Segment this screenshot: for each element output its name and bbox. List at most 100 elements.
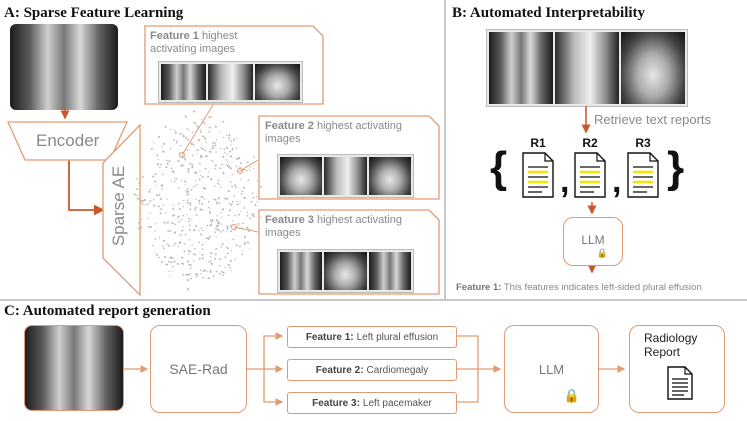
latent-point <box>180 218 183 221</box>
latent-point <box>243 243 246 245</box>
latent-point <box>188 239 191 241</box>
feature-1-text: highest <box>198 30 238 42</box>
latent-point <box>172 265 174 268</box>
latent-point <box>230 203 233 206</box>
latent-point <box>154 230 156 232</box>
latent-point <box>147 203 149 206</box>
panel-b-llm-label: LLM <box>581 232 605 247</box>
feature-2-number: Feature 2 <box>265 120 314 132</box>
latent-point <box>197 127 200 129</box>
latent-point <box>230 155 233 158</box>
latent-point <box>228 202 231 205</box>
report-2: R2 <box>574 136 606 203</box>
latent-point <box>147 217 149 219</box>
latent-point <box>249 217 252 220</box>
latent-point <box>243 196 246 200</box>
retrieve-reports-label: Retrieve text reports <box>594 112 712 127</box>
latent-point <box>207 237 209 239</box>
latent-point <box>192 260 195 262</box>
latent-point <box>167 230 170 232</box>
latent-point <box>180 233 183 236</box>
latent-point <box>221 270 224 273</box>
latent-point <box>197 125 199 128</box>
feature-2-label: Feature 2 highest activating images <box>265 120 435 146</box>
latent-point <box>209 255 212 258</box>
latent-point <box>200 195 203 198</box>
latent-point <box>200 146 202 149</box>
latent-point <box>173 231 176 234</box>
latent-point <box>195 275 198 278</box>
latent-point <box>242 168 246 171</box>
latent-point <box>175 141 178 144</box>
panel-b-images <box>486 29 688 107</box>
latent-point <box>144 203 147 206</box>
latent-point <box>232 238 235 241</box>
latent-point <box>253 155 255 158</box>
latent-point <box>164 212 167 214</box>
latent-point <box>209 211 211 214</box>
latent-point <box>156 254 159 257</box>
latent-point <box>153 204 156 207</box>
latent-point <box>243 237 246 239</box>
latent-point <box>195 214 198 217</box>
latent-point <box>179 133 182 135</box>
panel-c-llm-label: LLM <box>538 361 565 377</box>
feature-3-text2: images <box>265 227 301 239</box>
radiology-report-box: Radiology Report <box>629 325 725 413</box>
latent-point <box>182 214 185 217</box>
latent-point <box>178 208 181 210</box>
latent-point <box>205 141 207 143</box>
latent-point <box>200 174 202 177</box>
latent-point <box>192 143 195 146</box>
latent-point <box>174 242 177 245</box>
panel-c-feature-2-text: Cardiomegaly <box>366 364 429 376</box>
latent-point <box>133 193 136 196</box>
latent-point <box>231 201 234 203</box>
latent-point <box>200 227 203 229</box>
latent-point <box>189 201 192 204</box>
latent-point <box>196 183 198 186</box>
latent-point <box>216 215 218 217</box>
latent-point <box>181 256 184 259</box>
latent-point <box>189 162 191 165</box>
latent-point <box>183 157 186 160</box>
latent-point <box>226 153 229 156</box>
latent-point <box>193 110 196 113</box>
latent-point <box>147 226 150 229</box>
latent-point <box>177 160 180 163</box>
latent-point <box>195 206 198 209</box>
latent-point <box>226 161 229 164</box>
latent-point <box>169 147 172 150</box>
latent-point <box>224 256 227 259</box>
latent-point <box>168 270 170 273</box>
report-3: R3 <box>627 136 659 203</box>
latent-point <box>188 229 191 231</box>
latent-point <box>174 131 177 134</box>
latent-point <box>212 160 214 162</box>
latent-point <box>219 272 221 275</box>
latent-point <box>229 167 232 170</box>
latent-point <box>219 131 221 133</box>
latent-point <box>203 122 206 125</box>
latent-point <box>230 250 233 252</box>
latent-point <box>220 245 222 248</box>
latent-point <box>183 199 185 202</box>
latent-point <box>173 260 176 263</box>
latent-point <box>190 189 193 191</box>
latent-point <box>182 262 185 265</box>
latent-point <box>178 242 181 245</box>
latent-point <box>233 139 236 142</box>
latent-point <box>182 205 185 208</box>
latent-point <box>198 178 201 181</box>
latent-point <box>161 184 164 187</box>
latent-point <box>172 208 175 210</box>
latent-point <box>203 198 205 200</box>
latent-point <box>235 147 238 149</box>
latent-point <box>187 168 190 171</box>
latent-point <box>229 267 231 269</box>
latent-point <box>239 201 241 203</box>
latent-point <box>184 183 186 185</box>
comma-2: , <box>612 162 622 200</box>
latent-point <box>189 267 192 270</box>
latent-point <box>198 229 200 232</box>
